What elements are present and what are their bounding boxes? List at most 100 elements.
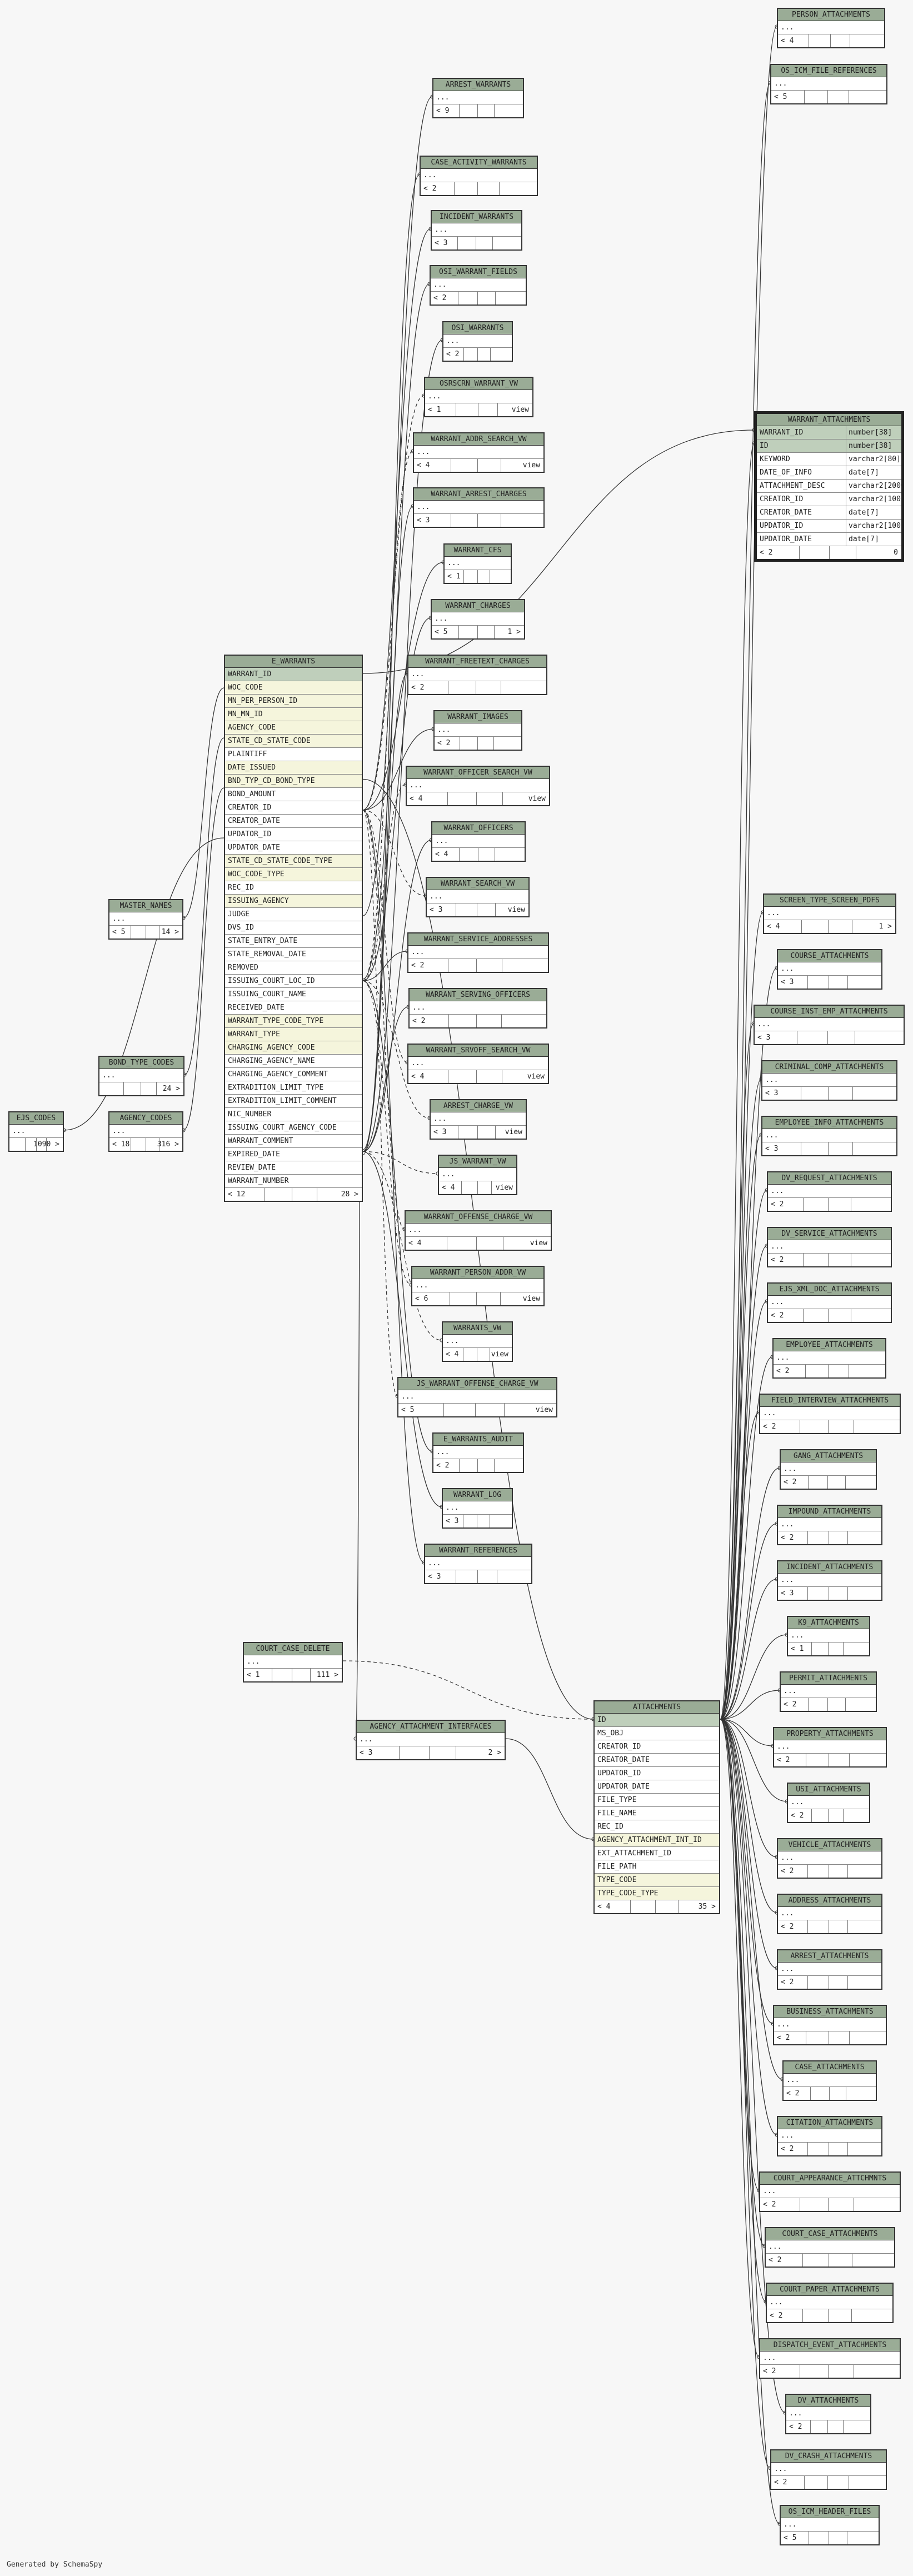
table-warrant-cfs[interactable]: WARRANT_CFS...< 1 — [443, 543, 512, 584]
table-warrant-freetext-charges[interactable]: WARRANT_FREETEXT_CHARGES...< 2 — [407, 655, 547, 695]
table-title[interactable]: EJS_XML_DOC_ATTACHMENTS — [768, 1284, 891, 1296]
table-title[interactable]: ARREST_CHARGE_VW — [431, 1100, 526, 1112]
table-title[interactable]: EMPLOYEE_INFO_ATTACHMENTS — [762, 1117, 896, 1129]
table-warrant-service-addresses[interactable]: WARRANT_SERVICE_ADDRESSES...< 2 — [407, 932, 549, 973]
table-impound-attachments[interactable]: IMPOUND_ATTACHMENTS...< 2 — [777, 1505, 882, 1545]
table-title[interactable]: SCREEN_TYPE_SCREEN_PDFS — [764, 895, 895, 907]
table-course-attachments[interactable]: COURSE_ATTACHMENTS...< 3 — [777, 949, 882, 990]
table-case-activity-warrants[interactable]: CASE_ACTIVITY_WARRANTS...< 2 — [420, 156, 538, 196]
table-title[interactable]: WARRANT_CHARGES — [432, 600, 524, 612]
table-osi-warrant-fields[interactable]: OSI_WARRANT_FIELDS...< 2 — [430, 265, 527, 306]
table-e-warrants-audit[interactable]: E_WARRANTS_AUDIT...< 2 — [432, 1432, 524, 1473]
table-title[interactable]: GANG_ATTACHMENTS — [781, 1450, 876, 1462]
table-title[interactable]: USI_ATTACHMENTS — [788, 1784, 869, 1796]
table-title[interactable]: BUSINESS_ATTACHMENTS — [774, 2006, 886, 2018]
table-title[interactable]: COURT_PAPER_ATTACHMENTS — [767, 2284, 892, 2296]
table-title[interactable]: OS_ICM_HEADER_FILES — [781, 2506, 879, 2518]
table-title[interactable]: JS_WARRANT_OFFENSE_CHARGE_VW — [398, 1378, 556, 1390]
table-address-attachments[interactable]: ADDRESS_ATTACHMENTS...< 2 — [777, 1894, 882, 1934]
table-title[interactable]: E_WARRANTS_AUDIT — [433, 1434, 523, 1446]
table-dispatch-event-attachments[interactable]: DISPATCH_EVENT_ATTACHMENTS...< 2 — [759, 2338, 901, 2379]
table-title[interactable]: ATTACHMENTS — [595, 1701, 719, 1714]
table-title[interactable]: WARRANT_ARREST_CHARGES — [414, 488, 543, 501]
table-title[interactable]: WARRANT_PERSON_ADDR_VW — [412, 1267, 543, 1279]
table-title[interactable]: CRIMINAL_COMP_ATTACHMENTS — [762, 1061, 896, 1074]
table-bond-type-codes[interactable]: BOND_TYPE_CODES...24 > — [98, 1056, 184, 1096]
table-title[interactable]: EJS_CODES — [9, 1112, 63, 1125]
table-warrant-serving-officers[interactable]: WARRANT_SERVING_OFFICERS...< 2 — [408, 988, 547, 1029]
table-k9-attachments[interactable]: K9_ATTACHMENTS...< 1 — [787, 1616, 870, 1656]
table-warrant-log[interactable]: WARRANT_LOG...< 3 — [442, 1488, 513, 1529]
table-title[interactable]: CASE_ACTIVITY_WARRANTS — [421, 157, 537, 169]
table-osi-warrants[interactable]: OSI_WARRANTS...< 2 — [442, 321, 513, 362]
table-arrest-attachments[interactable]: ARREST_ATTACHMENTS...< 2 — [777, 1949, 882, 1990]
table-title[interactable]: WARRANT_ATTACHMENTS — [757, 414, 901, 426]
table-person-attachments[interactable]: PERSON_ATTACHMENTS...< 4 — [777, 8, 885, 48]
table-title[interactable]: COURT_CASE_ATTACHMENTS — [766, 2228, 894, 2240]
table-title[interactable]: INCIDENT_WARRANTS — [432, 211, 521, 223]
table-vehicle-attachments[interactable]: VEHICLE_ATTACHMENTS...< 2 — [777, 1838, 882, 1879]
table-title[interactable]: WARRANT_SERVICE_ADDRESSES — [408, 933, 548, 946]
table-title[interactable]: ADDRESS_ATTACHMENTS — [778, 1895, 881, 1907]
table-dv-service-attachments[interactable]: DV_SERVICE_ATTACHMENTS...< 2 — [767, 1227, 892, 1267]
table-dv-request-attachments[interactable]: DV_REQUEST_ATTACHMENTS...< 2 — [767, 1171, 892, 1212]
table-ejs-xml-doc-attachments[interactable]: EJS_XML_DOC_ATTACHMENTS...< 2 — [767, 1282, 892, 1323]
table-title[interactable]: WARRANT_OFFICER_SEARCH_VW — [407, 767, 549, 779]
table-title[interactable]: FIELD_INTERVIEW_ATTACHMENTS — [760, 1395, 900, 1407]
table-warrant-arrest-charges[interactable]: WARRANT_ARREST_CHARGES...< 3 — [413, 487, 545, 528]
table-title[interactable]: COURSE_INST_EMP_ATTACHMENTS — [755, 1006, 904, 1018]
table-title[interactable]: WARRANT_SRVOFF_SEARCH_VW — [408, 1045, 548, 1057]
table-case-attachments[interactable]: CASE_ATTACHMENTS...< 2 — [782, 2060, 877, 2101]
table-business-attachments[interactable]: BUSINESS_ATTACHMENTS...< 2 — [773, 2005, 887, 2045]
table-incident-attachments[interactable]: INCIDENT_ATTACHMENTS...< 3 — [777, 1560, 882, 1601]
table-title[interactable]: WARRANT_FREETEXT_CHARGES — [408, 656, 546, 668]
table-title[interactable]: E_WARRANTS — [225, 656, 362, 668]
table-os-icm-file-references[interactable]: OS_ICM_FILE_REFERENCES...< 5 — [770, 64, 887, 104]
table-title[interactable]: CASE_ATTACHMENTS — [784, 2061, 876, 2074]
table-title[interactable]: COURSE_ATTACHMENTS — [778, 950, 881, 962]
table-title[interactable]: OSI_WARRANT_FIELDS — [431, 266, 526, 278]
table-title[interactable]: WARRANTS_VW — [443, 1322, 512, 1335]
table-title[interactable]: PERSON_ATTACHMENTS — [778, 9, 884, 21]
table-title[interactable]: COURT_CASE_DELETE — [244, 1643, 342, 1655]
table-court-appearance-attchmnts[interactable]: COURT_APPEARANCE_ATTCHMNTS...< 2 — [759, 2171, 901, 2212]
table-usi-attachments[interactable]: USI_ATTACHMENTS...< 2 — [787, 1783, 870, 1823]
table-title[interactable]: OSI_WARRANTS — [443, 322, 512, 335]
table-title[interactable]: DV_REQUEST_ATTACHMENTS — [768, 1172, 891, 1185]
table-dv-attachments[interactable]: DV_ATTACHMENTS...< 2 — [785, 2394, 871, 2434]
table-title[interactable]: CITATION_ATTACHMENTS — [778, 2117, 881, 2129]
table-title[interactable]: DV_CRASH_ATTACHMENTS — [771, 2450, 886, 2463]
table-title[interactable]: ARREST_WARRANTS — [433, 79, 523, 91]
table-court-paper-attachments[interactable]: COURT_PAPER_ATTACHMENTS...< 2 — [766, 2283, 894, 2323]
table-incident-warrants[interactable]: INCIDENT_WARRANTS...< 3 — [431, 210, 522, 251]
table-title[interactable]: COURT_APPEARANCE_ATTCHMNTS — [760, 2173, 900, 2185]
table-ejs-codes[interactable]: EJS_CODES...1090 > — [8, 1111, 64, 1152]
table-title[interactable]: K9_ATTACHMENTS — [788, 1617, 869, 1629]
table-title[interactable]: WARRANT_ADDR_SEARCH_VW — [414, 433, 543, 446]
table-employee-attachments[interactable]: EMPLOYEE_ATTACHMENTS...< 2 — [772, 1338, 886, 1379]
table-warrant-references[interactable]: WARRANT_REFERENCES...< 3 — [424, 1544, 532, 1584]
table-title[interactable]: WARRANT_OFFENSE_CHARGE_VW — [406, 1211, 551, 1224]
table-title[interactable]: JS_WARRANT_VW — [439, 1156, 516, 1168]
table-os-icm-header-files[interactable]: OS_ICM_HEADER_FILES...< 5 — [780, 2505, 880, 2545]
table-title[interactable]: WARRANT_IMAGES — [435, 711, 521, 723]
table-title[interactable]: AGENCY_CODES — [109, 1112, 182, 1125]
table-citation-attachments[interactable]: CITATION_ATTACHMENTS...< 2 — [777, 2116, 882, 2156]
table-title[interactable]: OSRSCRN_WARRANT_VW — [425, 378, 532, 390]
table-title[interactable]: OS_ICM_FILE_REFERENCES — [771, 65, 886, 77]
